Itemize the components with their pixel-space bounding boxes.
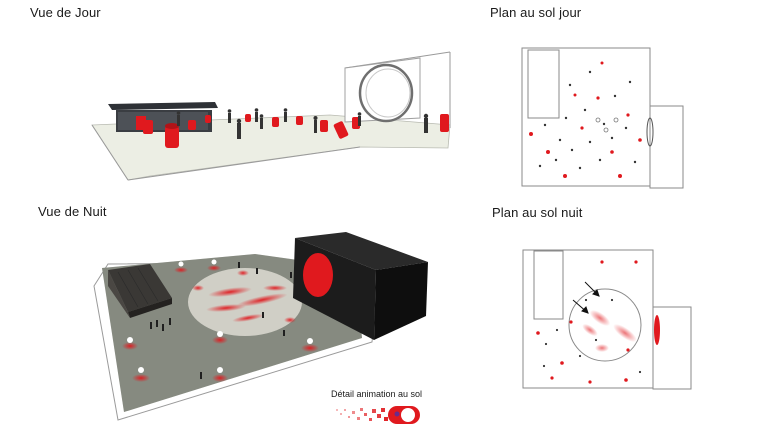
day-plan-title: Plan au sol jour	[490, 5, 582, 20]
night-plan-markers	[536, 260, 660, 384]
night-plan-title: Plan au sol nuit	[492, 205, 583, 220]
day-view-title: Vue de Jour	[30, 5, 101, 20]
night-plan-projection	[568, 288, 642, 362]
day-ground-plan	[521, 47, 684, 189]
night-black-box	[293, 232, 428, 340]
day-view-perspective	[91, 51, 451, 181]
night-people	[150, 262, 292, 379]
day-people	[176, 108, 429, 139]
night-red-disc	[303, 253, 333, 297]
detail-animation	[330, 405, 420, 425]
night-lamps	[127, 259, 313, 373]
detail-caption: Détail animation au sol	[331, 389, 423, 399]
night-view-title: Vue de Nuit	[38, 204, 107, 219]
night-ground-plan	[522, 249, 692, 390]
night-view-perspective	[93, 232, 428, 421]
day-pavilion	[108, 102, 218, 132]
night-red-lights	[122, 265, 319, 382]
night-red-streaks	[206, 285, 288, 323]
night-pavilion	[108, 264, 172, 318]
day-plan-markers	[529, 61, 642, 178]
day-red-drums	[143, 114, 449, 148]
